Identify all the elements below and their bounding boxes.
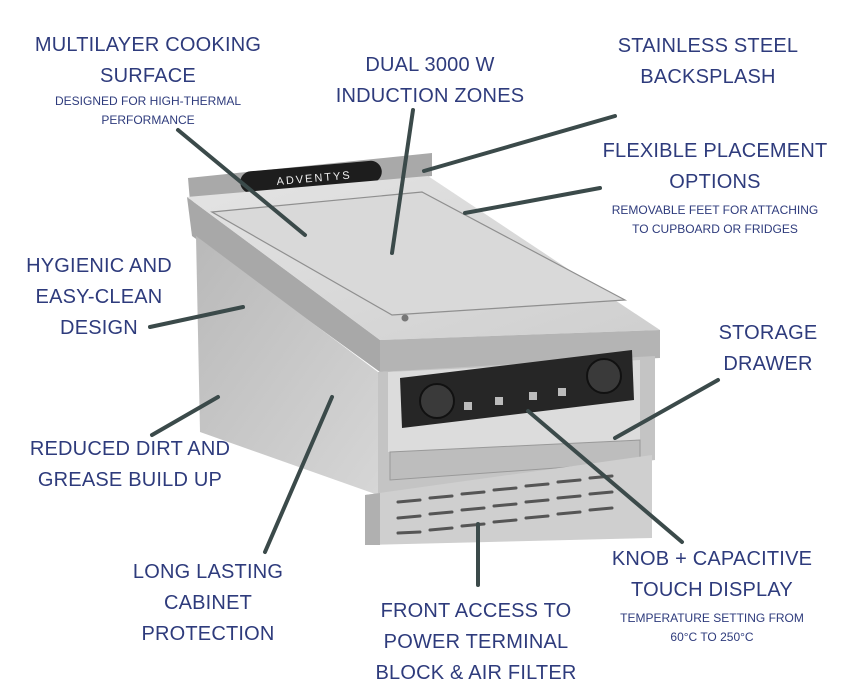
leader-placement — [463, 186, 602, 215]
leader-lines — [148, 108, 720, 587]
vent-base — [365, 455, 652, 545]
leader-cooking-surface — [176, 128, 307, 237]
cabinet-side — [196, 236, 378, 495]
callout-backsplash: STAINLESS STEEL BACKSPLASH — [617, 35, 799, 88]
callout-placement: FLEXIBLE PLACEMENT OPTIONS REMOVABLE FEE… — [602, 140, 828, 236]
brand-logo: ADVENTYS — [240, 160, 382, 194]
callout-hygienic: HYGIENIC AND EASY-CLEAN DESIGN — [26, 255, 172, 339]
leader-induction — [390, 108, 415, 255]
callout-drawer: STORAGE DRAWER — [718, 322, 818, 375]
air-vent-slats — [396, 474, 614, 535]
leader-backsplash — [422, 114, 617, 173]
induction-griddle: ADVENTYS — [187, 153, 660, 545]
left-knob[interactable] — [419, 383, 455, 419]
callout-front-access: FRONT ACCESS TO POWER TERMINAL BLOCK & A… — [375, 600, 577, 684]
callout-induction: DUAL 3000 W INDUCTION ZONES — [335, 54, 525, 107]
touch-key[interactable] — [495, 397, 503, 405]
touch-key[interactable] — [464, 402, 472, 410]
control-panel — [400, 350, 634, 428]
touch-key[interactable] — [558, 388, 566, 396]
callout-dirt: REDUCED DIRT AND GREASE BUILD UP — [29, 438, 231, 491]
callout-knob: KNOB + CAPACITIVE TOUCH DISPLAY TEMPERAT… — [611, 548, 813, 644]
callout-cooking-surface: MULTILAYER COOKING SURFACE DESIGNED FOR … — [34, 34, 262, 127]
leader-cabinet — [263, 395, 334, 554]
cooking-surface — [210, 191, 628, 316]
right-knob[interactable] — [586, 358, 622, 394]
leader-knob — [526, 409, 684, 544]
leader-hygienic — [148, 305, 245, 329]
leader-dirt — [150, 395, 220, 437]
leader-drawer — [613, 378, 720, 440]
callout-cabinet: LONG LASTING CABINET PROTECTION — [132, 561, 284, 645]
touch-key[interactable] — [529, 392, 537, 400]
